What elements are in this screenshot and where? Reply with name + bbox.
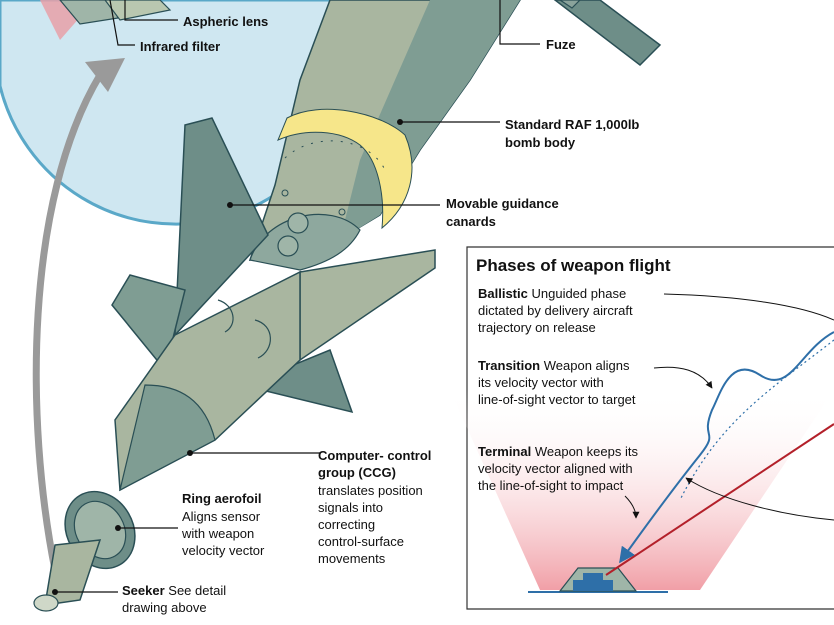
seeker [33,539,102,612]
label-infrared-filter: Infrared filter [140,39,220,54]
label-fuze: Fuze [546,37,576,52]
phase-ballistic-3: trajectory on release [478,320,596,335]
phase-transition-3: line-of-sight vector to target [478,392,636,407]
phases-title: Phases of weapon flight [476,256,671,275]
phase-ballistic-2: dictated by delivery aircraft [478,303,633,318]
label-guidance-canards-2: canards [446,214,496,229]
label-guidance-canards: Movable guidance [446,196,559,211]
phase-ballistic: Ballistic Unguided phase [478,286,626,301]
phases-panel: Phases of weapon flight Ballistic Unguid… [450,246,834,610]
label-ccg-desc-4: control-surface [318,534,404,549]
label-ccg-title: Computer- control [318,448,431,463]
label-ccg-desc-1: translates position [318,483,423,498]
bomb-body [248,0,521,271]
canard-right [299,249,436,362]
label-seeker: Seeker See detail [122,583,226,598]
phase-terminal-3: the line-of-sight to impact [478,478,624,493]
label-ccg-title-2: group (CCG) [318,465,396,480]
computer-control-group [114,270,301,492]
leader-lines [55,0,540,593]
guided-trajectory [619,331,834,564]
label-bomb-body: Standard RAF 1,000lb [505,117,639,132]
label-ccg-desc-3: correcting [318,517,375,532]
target-bunker [528,567,668,593]
seeker-view-cone [450,390,834,590]
label-ccg-desc-5: movements [318,551,386,566]
line-of-sight [605,423,834,576]
label-aspheric-lens: Aspheric lens [183,14,268,29]
curved-pointer-arrow [32,58,125,571]
label-ring-desc-3: velocity vector [182,543,265,558]
label-ccg-desc-2: signals into [318,500,383,515]
rear-fin [553,0,662,66]
label-seeker-2: drawing above [122,600,207,615]
label-bomb-body-2: bomb body [505,135,576,150]
phase-transition-2: its velocity vector with [478,375,604,390]
label-ring-desc-2: with weapon [181,526,254,541]
ballistic-dotted-path [679,339,834,501]
phase-terminal-2: velocity vector aligned with [478,461,633,476]
label-ring-aerofoil: Ring aerofoil [182,491,261,506]
canard-upper [174,117,269,338]
phase-transition: Transition Weapon aligns [478,358,630,373]
label-ring-desc-1: Aligns sensor [182,509,261,524]
bomb-body-yellow-band [277,108,413,230]
rear-fin-small [558,0,581,9]
phase-terminal: Terminal Weapon keeps its [478,444,638,459]
